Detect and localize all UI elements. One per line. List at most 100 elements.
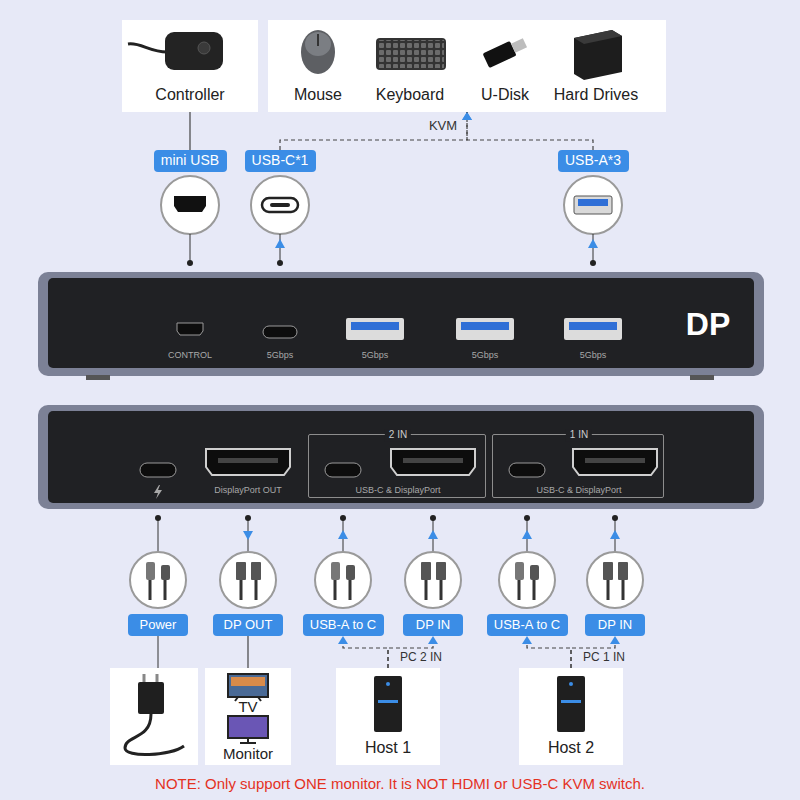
leader-line <box>190 234 191 263</box>
hdd-icon <box>574 30 622 80</box>
dot <box>187 260 193 266</box>
connector <box>189 112 190 150</box>
connector <box>247 636 248 668</box>
host-box <box>336 668 440 765</box>
dot <box>590 260 596 266</box>
cable-label-pill: DP OUT <box>213 614 283 636</box>
keyboard-icon <box>376 38 446 70</box>
pill-label: Power <box>140 618 177 632</box>
mini-usb-port-icon <box>174 196 206 212</box>
node-text: Keyboard <box>376 86 445 104</box>
cable-label-pill: DP IN <box>585 614 645 636</box>
connector-label: PC 2 IN <box>398 651 444 665</box>
back-panel-body <box>38 405 764 509</box>
arrowhead <box>462 112 472 120</box>
back-panel-face <box>48 411 754 503</box>
front-panel: CONTROL 5Gbps 5Gbps 5Gbps 5Gbps DP <box>38 272 764 376</box>
tv-box <box>205 668 291 765</box>
node-text: DP <box>686 306 730 343</box>
arrowhead <box>428 636 438 644</box>
adapter-cable <box>125 714 184 755</box>
controller-cable <box>128 44 167 52</box>
arrowhead <box>610 636 620 644</box>
arrowhead <box>338 636 348 644</box>
node-text: Host 2 <box>548 739 594 757</box>
usb-a-port <box>346 318 404 340</box>
tv-icon <box>228 674 268 697</box>
host-box: Host 2 <box>519 668 623 765</box>
peripherals-box: MouseKeyboardU-DiskHard Drives <box>268 20 666 112</box>
dp-tongue <box>218 458 278 463</box>
port-label-pill: mini USB <box>154 150 227 172</box>
node-text: 5Gbps <box>580 350 607 360</box>
dot <box>277 260 283 266</box>
connector <box>467 112 593 150</box>
mouse-icon <box>301 30 335 74</box>
pill-label: mini USB <box>161 153 219 168</box>
usb-a-tongue <box>578 199 608 206</box>
peripherals-box <box>268 20 666 112</box>
node-text: 5Gbps <box>267 350 294 360</box>
note-text: NOTE: Only support ONE monitor. It is NO… <box>153 775 647 792</box>
arrow-symbols <box>243 530 620 540</box>
keyboard-keys <box>378 40 444 68</box>
dp-tongue <box>403 458 463 463</box>
mouse-top <box>305 32 331 56</box>
pill-label: DP IN <box>416 618 450 632</box>
connector-label: PC 1 IN <box>581 651 627 665</box>
controller-button <box>198 42 210 54</box>
dp-port <box>573 449 657 475</box>
dp-port <box>206 449 290 475</box>
port-circle <box>161 176 219 234</box>
dp-port <box>391 449 475 475</box>
lightning-symbol <box>154 485 162 499</box>
usb-a-tongue <box>351 322 399 330</box>
usb-c-tongue <box>270 203 290 207</box>
arrowhead <box>522 636 532 644</box>
input-group: 2 INUSB-C & DisplayPort <box>308 434 486 498</box>
tv-screen <box>231 677 265 686</box>
node-text: TV <box>238 698 257 715</box>
port-circle <box>251 176 309 234</box>
cable-circles <box>130 552 643 608</box>
connector <box>280 112 467 150</box>
port-label-pill: USB-A*3 <box>558 150 629 172</box>
foot <box>86 375 110 380</box>
usb-a-tongue <box>461 322 509 330</box>
usb-a-port <box>564 318 622 340</box>
usb-c-port <box>509 463 545 477</box>
usb-c-port <box>263 326 297 338</box>
connector <box>527 636 571 668</box>
leader-line <box>280 234 281 263</box>
node-text: 5Gbps <box>472 350 499 360</box>
pill-label: DP IN <box>598 618 632 632</box>
cable-label-pill: USB-A to C <box>487 614 568 636</box>
adapter-body <box>138 682 164 714</box>
display-box: TV Monitor <box>205 668 291 765</box>
cable-icons <box>146 562 628 600</box>
controller-box <box>122 20 258 112</box>
connector <box>343 636 388 668</box>
host-tower <box>374 676 402 732</box>
pill-label: USB-A*3 <box>565 153 621 168</box>
node-text: Hard Drives <box>554 86 638 104</box>
front-panel-body <box>38 272 764 376</box>
node-text: Controller <box>155 86 224 104</box>
pill-label: USB-A to C <box>494 618 560 632</box>
arrow-symbol <box>275 239 285 248</box>
node-text: CONTROL <box>168 350 212 360</box>
node-text: Monitor <box>223 745 273 762</box>
host-button <box>386 682 390 686</box>
host-tower <box>557 676 585 732</box>
monitor-stand <box>240 738 256 743</box>
arrowhead <box>462 112 472 120</box>
adapter-box <box>110 668 198 765</box>
host-box <box>519 668 623 765</box>
node-text: 5Gbps <box>362 350 389 360</box>
pill-label: DP OUT <box>224 618 273 632</box>
cable-label-pill: USB-A to C <box>303 614 384 636</box>
controller-box: Controller <box>122 20 258 112</box>
mini-usb-port <box>177 323 203 335</box>
